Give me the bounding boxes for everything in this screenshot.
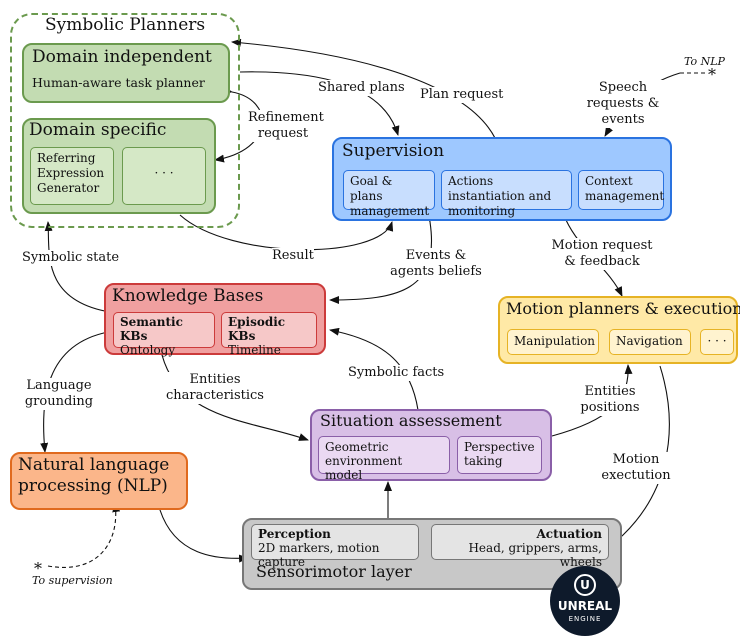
knowledge-bases-title: Knowledge Bases bbox=[112, 286, 264, 306]
unreal-u-icon: U bbox=[574, 574, 596, 596]
symbolic-planners-title: Symbolic Planners bbox=[45, 15, 206, 35]
label-motion-execution: Motion exectution bbox=[598, 452, 674, 484]
referring-expression-generator: Referring Expression Generator bbox=[30, 147, 114, 205]
nlp-title: Natural language processing (NLP) bbox=[18, 455, 170, 496]
label-refinement-request: Refinement request bbox=[248, 110, 324, 142]
nlp-sensorimotor-arrow bbox=[153, 500, 249, 563]
domain-independent-title: Domain independent bbox=[32, 47, 212, 67]
label-to-nlp: To NLP bbox=[684, 55, 725, 68]
sensorimotor-title: Sensorimotor layer bbox=[256, 562, 412, 581]
label-result: Result bbox=[272, 248, 314, 264]
label-language-grounding: Language grounding bbox=[24, 378, 94, 410]
to-nlp-star: * bbox=[708, 65, 716, 84]
motion-planners-more: · · · bbox=[700, 329, 734, 355]
manipulation: Manipulation bbox=[507, 329, 599, 355]
domain-independent-sub: Human-aware task planner bbox=[32, 75, 205, 90]
situation-assessment-title: Situation assessement bbox=[320, 411, 502, 430]
unreal-engine-logo: U UNREAL ENGINE bbox=[550, 566, 620, 636]
domain-specific-more: · · · bbox=[122, 147, 206, 205]
nlp-box bbox=[10, 452, 188, 510]
label-events-beliefs: Events & agents beliefs bbox=[384, 248, 488, 280]
label-entities-characteristics: Entities characteristics bbox=[165, 372, 265, 404]
symbolic-state-arrow bbox=[44, 221, 111, 313]
geometric-environment-model: Geometric environment model bbox=[318, 436, 450, 482]
label-plan-request: Plan request bbox=[420, 87, 504, 103]
label-symbolic-facts: Symbolic facts bbox=[348, 365, 445, 381]
label-shared-plans: Shared plans bbox=[318, 80, 405, 96]
symbolic-facts-arrow bbox=[329, 327, 419, 411]
actions-instantiation-monitoring: Actions instantiation and monitoring bbox=[441, 170, 572, 218]
label-symbolic-state: Symbolic state bbox=[22, 250, 120, 266]
label-entities-positions: Entities positions bbox=[580, 384, 640, 416]
navigation: Navigation bbox=[609, 329, 691, 355]
context-management: Context management bbox=[578, 170, 664, 210]
unreal-logo-line1: UNREAL bbox=[557, 599, 613, 613]
symbolic-planners-group bbox=[10, 13, 240, 228]
label-speech-requests: Speech requests & events bbox=[578, 80, 668, 128]
to-supervision-arrow bbox=[47, 502, 121, 568]
goal-plans-management: Goal & plans management bbox=[343, 170, 435, 218]
label-to-supervision: To supervision bbox=[32, 574, 113, 587]
events-beliefs-arrow bbox=[329, 212, 433, 304]
supervision-title: Supervision bbox=[342, 141, 445, 161]
domain-independent-box bbox=[22, 43, 230, 103]
plan-request-arrow bbox=[231, 38, 496, 139]
to-supervision-star: * bbox=[34, 559, 42, 578]
motion-planners-title: Motion planners & execution bbox=[506, 299, 740, 318]
perspective-taking: Perspective taking bbox=[457, 436, 542, 474]
unreal-logo-line2: ENGINE bbox=[568, 615, 602, 623]
language-grounding-arrow bbox=[40, 331, 109, 453]
label-motion-request: Motion request & feedback bbox=[550, 238, 654, 270]
domain-specific-title: Domain specific bbox=[29, 120, 167, 140]
